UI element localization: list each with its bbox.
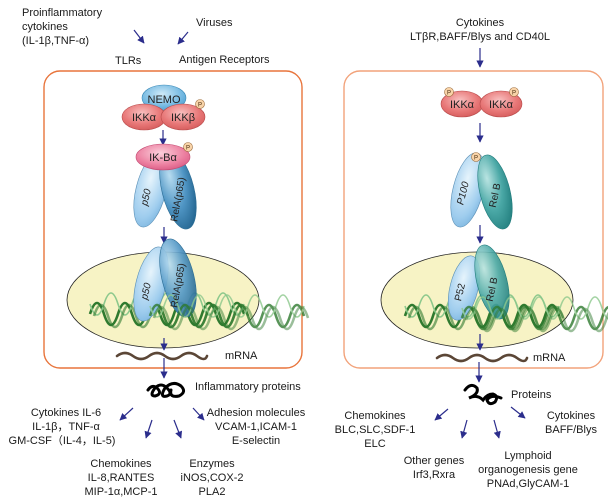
- output-text: iNOS,COX-2: [181, 472, 244, 484]
- arrow-lymphoid-out-icon: [493, 419, 501, 439]
- output-text: VCAM-1,ICAM-1: [215, 421, 297, 433]
- right-receptors-label: LTβR,BAFF/Blys and CD40L: [410, 31, 550, 43]
- nuclear-p52-label: P52: [453, 282, 468, 302]
- arrow-adhesion-out-icon: [192, 407, 205, 421]
- protein-squiggle-icon: [463, 383, 503, 406]
- output-text: IL-8,RANTES: [88, 472, 155, 484]
- p50-label: p50: [139, 188, 154, 208]
- arrow-cytokines-out-icon: [510, 406, 526, 419]
- viruses-label: Viruses: [196, 17, 233, 29]
- relb-subunit: [477, 154, 513, 230]
- proinflammatory-label-3: (IL-1β,TNF-α): [22, 35, 89, 47]
- output-text: BLC,SLC,SDF-1: [335, 424, 416, 436]
- ikk-alpha-subunit-2: [479, 90, 523, 118]
- ikk-beta-label: IKKβ: [171, 112, 195, 124]
- mrna-label: mRNA: [225, 350, 258, 362]
- output-text: Cytokines: [547, 410, 596, 422]
- output-text: Irf3,Rxra: [413, 469, 456, 481]
- phosphate-label: P: [186, 146, 190, 152]
- phosphate-label: P: [474, 156, 478, 162]
- output-text: GM-CSF（IL-4，IL-5): [9, 434, 116, 447]
- nuclear-p50-label: p50: [139, 282, 154, 302]
- output-text: organogenesis gene: [478, 464, 578, 476]
- ikk-alpha-label-1: IKKα: [450, 99, 475, 111]
- output-lymphoid-genes: Lymphoid organogenesis gene PNAd,GlyCAM-…: [478, 450, 578, 490]
- ikb-label: IK-Bα: [149, 152, 177, 164]
- nuclear-relb-subunit: [474, 244, 510, 320]
- output-adhesion-molecules: Adhesion molecules VCAM-1,ICAM-1 E-selec…: [207, 407, 306, 447]
- nuclear-relb-label: Rel B: [485, 276, 501, 303]
- output-text: Lymphoid: [504, 450, 551, 462]
- antigen-receptors-label: Antigen Receptors: [179, 54, 270, 66]
- inflammatory-proteins-label: Inflammatory proteins: [195, 381, 301, 393]
- output-text: PNAd,GlyCAM-1: [487, 478, 570, 490]
- arrow-chemokines-out-icon: [144, 419, 153, 439]
- output-chemokines: Chemokines IL-8,RANTES MIP-1α,MCP-1: [85, 458, 158, 498]
- nuclear-rela-subunit: [159, 238, 197, 318]
- phosphate-icon: [183, 142, 193, 152]
- phosphate-icon: [471, 152, 481, 162]
- output-text: Cytokines IL-6: [31, 407, 101, 419]
- ikk-alpha-label: IKKα: [132, 112, 157, 124]
- ikk-beta-subunit: [160, 103, 206, 131]
- ikk-alpha-label-2: IKKα: [489, 99, 514, 111]
- output-text: PLA2: [199, 486, 226, 498]
- output-text: Chemokines: [344, 410, 406, 422]
- arrow-cytokines-icon: [133, 29, 145, 44]
- output-chemokines: Chemokines BLC,SLC,SDF-1 ELC: [335, 410, 416, 450]
- arrow-other-genes-out-icon: [460, 419, 468, 439]
- output-enzymes: Enzymes iNOS,COX-2 PLA2: [181, 458, 244, 498]
- mrna-label: mRNA: [533, 352, 566, 364]
- output-text: E-selectin: [232, 435, 280, 447]
- phosphate-icon: [509, 87, 519, 97]
- phosphate-icon: [444, 87, 454, 97]
- phosphate-label: P: [512, 91, 516, 97]
- right-pathway: Cytokines LTβR,BAFF/Blys and CD40L IKKα …: [335, 17, 608, 490]
- output-text: MIP-1α,MCP-1: [85, 486, 158, 498]
- relb-label: Rel B: [488, 182, 504, 209]
- output-text: Chemokines: [90, 458, 152, 470]
- arrow-chemokines-out-icon: [434, 408, 449, 421]
- output-text: Adhesion molecules: [207, 407, 306, 419]
- output-text: IL-1β，TNF-α: [32, 421, 100, 433]
- output-text: BAFF/Blys: [545, 424, 597, 436]
- nuclear-p52-subunit: [447, 255, 481, 321]
- left-pathway: Proinflammatory cytokines (IL-1β,TNF-α) …: [9, 7, 310, 498]
- right-cytokines-label: Cytokines: [456, 17, 505, 29]
- output-cytokines: Cytokines IL-6 IL-1β，TNF-α GM-CSF（IL-4，I…: [9, 407, 116, 447]
- proinflammatory-label-1: Proinflammatory: [22, 7, 103, 19]
- nemo-label: NEMO: [148, 94, 181, 106]
- output-text: Other genes: [404, 455, 465, 467]
- tlrs-label: TLRs: [115, 55, 142, 67]
- phosphate-icon: [195, 99, 205, 109]
- arrow-cytokines-out-icon: [119, 407, 134, 421]
- phosphate-label: P: [447, 91, 451, 97]
- output-other-genes: Other genes Irf3,Rxra: [404, 455, 465, 481]
- proteins-label: Proteins: [511, 389, 552, 401]
- arrow-viruses-icon: [177, 31, 189, 45]
- proinflammatory-label-2: cytokines: [22, 21, 68, 33]
- mrna-strand-icon: [115, 351, 209, 361]
- output-cytokines: Cytokines BAFF/Blys: [545, 410, 597, 436]
- protein-squiggle-icon: [146, 381, 186, 398]
- mrna-strand-icon: [435, 353, 529, 363]
- output-text: Enzymes: [189, 458, 235, 470]
- phosphate-label: P: [198, 103, 202, 109]
- output-text: ELC: [364, 438, 385, 450]
- ikb-subunit: [135, 143, 191, 171]
- arrow-enzymes-out-icon: [173, 419, 183, 439]
